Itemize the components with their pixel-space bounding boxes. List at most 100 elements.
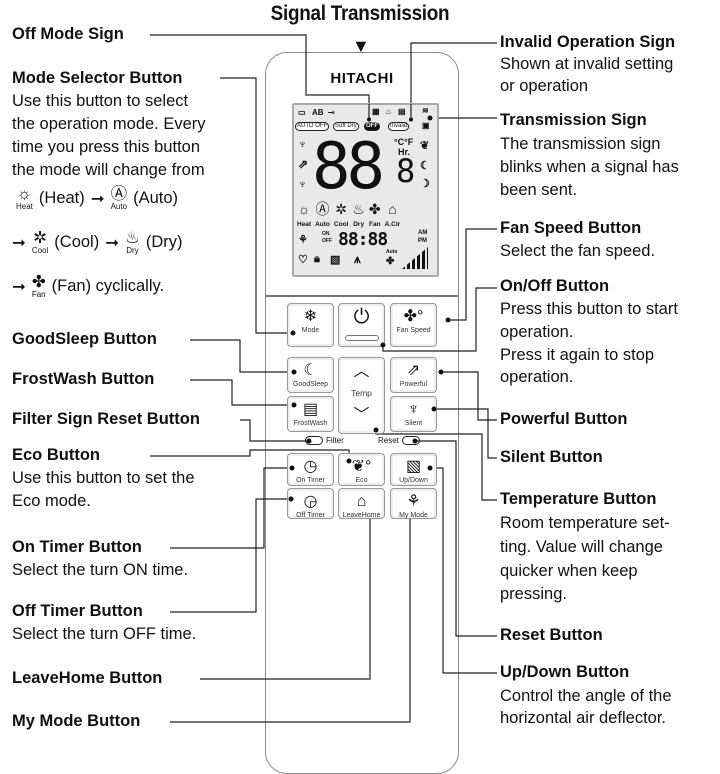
powerful-button[interactable]: ⇗Powerful	[390, 357, 437, 393]
eco-desc-1: Use this button to set the	[12, 469, 195, 487]
goodsleep-button[interactable]: ☾GoodSleep	[287, 357, 334, 393]
off-mode-icon: ▦	[372, 107, 380, 116]
reset-switch[interactable]: Reset	[378, 436, 420, 445]
power-icon: ⏻	[353, 306, 370, 328]
heat-sun-icon: ☼Heat	[16, 185, 33, 211]
off-timer-desc: Select the turn OFF time.	[12, 625, 197, 643]
eco-button[interactable]: ❦°Eco	[338, 453, 385, 486]
lcd-tag-auto-off: AUTO OFF	[295, 122, 330, 131]
up-down-button[interactable]: ▧Up/Down	[390, 453, 437, 486]
dry-icon: ♨Dry	[125, 229, 140, 255]
power-indicator	[345, 335, 379, 341]
fan-speed-desc: Select the fan speed.	[500, 242, 656, 260]
leavehome-button[interactable]: ⌂LeaveHome	[338, 488, 385, 519]
frostwash-icon: ▤	[302, 401, 319, 418]
mode-button[interactable]: ❄Mode	[287, 303, 334, 347]
updown-desc-1: Control the angle of the	[500, 687, 672, 705]
moon-lcd-icon: ☽	[420, 178, 430, 190]
cool-icon: ✲Cool	[31, 229, 49, 255]
temperature-desc-3: quicker when keep	[500, 562, 638, 580]
label-fan-speed: Fan Speed Button	[500, 219, 642, 237]
off-timer-icon: ◶	[303, 493, 318, 510]
cool-lcd-icon: ✲Cool	[333, 201, 349, 229]
mode-cycle-row-3: ➞ ✤Fan (Fan) cyclically.	[12, 273, 165, 299]
lcd-tag-off: OFF	[364, 122, 380, 131]
filter-switch-icon	[305, 436, 323, 445]
diagram-title: Signal Transmission	[270, 2, 450, 25]
my-mode-button[interactable]: ⚘My Mode	[390, 488, 437, 519]
fan-speed-button[interactable]: ✤°Fan Speed	[390, 303, 437, 347]
invalid-desc-1: Shown at invalid setting	[500, 55, 674, 73]
timer-on-label: ON	[322, 231, 330, 237]
hour-digit: 8	[396, 152, 415, 190]
fan-lcd-icon: ✤Fan	[368, 201, 381, 229]
mode-selector-desc-1: Use this button to select	[12, 92, 189, 110]
label-on-timer: On Timer Button	[12, 538, 142, 556]
onoff-desc-3: Press it again to stop	[500, 346, 655, 364]
leavehome-icon: ⌂	[356, 493, 367, 510]
off-timer-button[interactable]: ◶Off Timer	[287, 488, 334, 519]
lcd-ab-text: AB	[312, 108, 324, 117]
eco-desc-2: Eco mode.	[12, 492, 91, 510]
transmission-desc-2: blinks when a signal has	[500, 158, 679, 176]
my-mode-icon: ⚘	[406, 493, 421, 510]
unit-label: °C°F	[394, 137, 414, 147]
leader-fan-speed	[448, 228, 497, 321]
arrow-right-icon: ➞	[105, 233, 120, 252]
arrow-right-icon: ➞	[12, 277, 26, 296]
heat-lcd-icon: ☼Heat	[297, 201, 312, 229]
lcd-display: ▭ AB ⊸ ▦ ⌂ ▤ ≋ AUTO OFF Soft Dry OFF Inv…	[292, 103, 439, 277]
mode-cycle-row-2: ➞ ✲Cool (Cool)➞ ♨Dry (Dry)	[12, 229, 183, 255]
clock-digits: 88:88	[338, 229, 388, 250]
fan-auto-label: Auto	[386, 249, 398, 255]
leader-updown	[430, 467, 497, 674]
leavehome-lcd-icon: ⌂	[386, 107, 391, 116]
pm-label: PM	[418, 238, 427, 244]
label-invalid-operation: Invalid Operation Sign	[500, 33, 676, 51]
brand-logo: HITACHI	[330, 70, 394, 87]
temp-down-icon[interactable]: ﹀	[353, 407, 370, 424]
frostwash-lcd-icon: ▤	[398, 107, 406, 116]
temp-up-icon[interactable]: ︿	[353, 363, 370, 380]
reset-switch-icon	[401, 436, 420, 445]
temp-button[interactable]: ︿Temp﹀	[338, 357, 385, 434]
signal-arrow-icon: ▼	[352, 36, 370, 56]
goodsleep-icon: ☾	[303, 362, 318, 379]
filter-reset-switch[interactable]: Filter	[305, 436, 344, 445]
leader-invalid	[410, 42, 497, 119]
fan-speed-bars	[402, 247, 428, 269]
mode-snowflake-icon: ❄	[303, 308, 318, 325]
hour-label: Hr.	[398, 147, 411, 157]
on-timer-icon: ◷	[303, 458, 318, 475]
label-leavehome: LeaveHome Button	[12, 669, 163, 687]
power-button[interactable]: ⏻	[338, 303, 385, 347]
fan-speed-lcd-icon: ✤	[386, 256, 395, 267]
on-timer-button[interactable]: ◷On Timer	[287, 453, 334, 486]
leader-reset	[415, 440, 497, 637]
battery-icon: ▭	[298, 108, 306, 117]
label-temperature: Temperature Button	[500, 490, 657, 508]
arrow-right-icon: ➞	[90, 189, 105, 208]
am-label: AM	[418, 230, 428, 236]
leader-on-timer	[170, 467, 292, 549]
eco-icon: ❦°	[351, 458, 372, 475]
mode-selector-desc-2: the operation mode. Every	[12, 115, 206, 133]
leader-mode-selector	[220, 77, 293, 334]
silent-button[interactable]: ♆Silent	[390, 396, 437, 432]
label-reset: Reset Button	[500, 626, 603, 644]
dry-lcd-icon: ♨Dry	[352, 201, 365, 229]
frostwash-button[interactable]: ▤FrostWash	[287, 396, 334, 432]
label-filter-reset: Filter Sign Reset Button	[12, 410, 200, 428]
invalid-desc-2: or operation	[500, 77, 589, 95]
label-updown: Up/Down Button	[500, 663, 630, 681]
mode-selector-desc-3: time you press this button	[12, 138, 201, 156]
swing-lcd-icon: ▧	[330, 254, 341, 266]
updown-desc-2: horizontal air deflector.	[500, 709, 667, 727]
leader-onoff	[382, 287, 497, 352]
key-icon: ⊸	[328, 108, 335, 117]
acir-lcd-icon: ⌂A.Cir	[384, 201, 401, 229]
remote-divider	[266, 295, 458, 297]
